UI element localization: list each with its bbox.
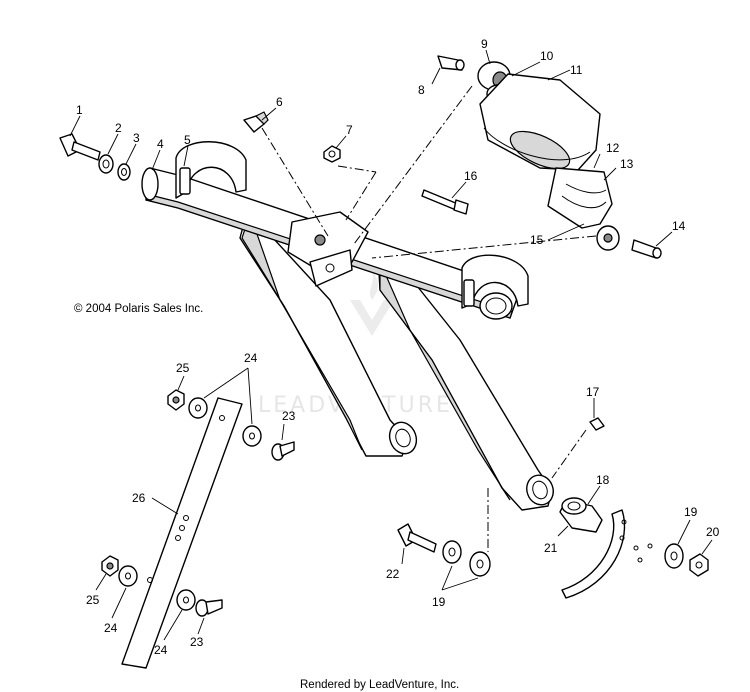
callout-23-lower: 23 bbox=[190, 635, 204, 649]
callout-19-left: 19 bbox=[432, 595, 446, 609]
callout-1: 1 bbox=[76, 103, 83, 117]
callout-3: 3 bbox=[133, 131, 140, 145]
callout-25-upper: 25 bbox=[176, 361, 190, 375]
callout-20: 20 bbox=[706, 525, 720, 539]
hardware-parts bbox=[59, 55, 709, 669]
callout-14: 14 bbox=[672, 219, 686, 233]
callout-7: 7 bbox=[346, 123, 353, 137]
callout-24-left: 24 bbox=[104, 621, 118, 635]
callout-11: 11 bbox=[570, 63, 583, 77]
callout-4: 4 bbox=[157, 137, 164, 151]
shock-absorber bbox=[477, 61, 620, 251]
callout-24-lower: 24 bbox=[154, 643, 168, 657]
callout-8: 8 bbox=[418, 83, 425, 97]
callout-2: 2 bbox=[115, 121, 122, 135]
callout-5: 5 bbox=[184, 133, 191, 147]
copyright-notice: © 2004 Polaris Sales Inc. bbox=[74, 303, 203, 315]
callout-labels: 1 2 3 4 5 6 7 8 9 10 11 12 13 14 15 16 1… bbox=[76, 37, 720, 657]
callout-13: 13 bbox=[620, 157, 634, 171]
callout-23-upper: 23 bbox=[282, 409, 296, 423]
callout-22: 22 bbox=[386, 567, 400, 581]
callout-26: 26 bbox=[132, 491, 146, 505]
callout-21: 21 bbox=[544, 541, 558, 555]
callout-17: 17 bbox=[586, 385, 600, 399]
callout-9: 9 bbox=[481, 37, 488, 51]
callout-18: 18 bbox=[596, 473, 610, 487]
callout-15: 15 bbox=[530, 233, 544, 247]
rendered-by-credit: Rendered by LeadVenture, Inc. bbox=[300, 679, 459, 691]
callout-10: 10 bbox=[540, 49, 554, 63]
callout-24-upper: 24 bbox=[244, 351, 258, 365]
rear-torque-arm-assembly bbox=[141, 141, 554, 511]
assembly-lines bbox=[261, 85, 597, 552]
callout-6: 6 bbox=[276, 95, 283, 109]
callout-25-lower: 25 bbox=[86, 593, 100, 607]
callout-19-right: 19 bbox=[684, 505, 698, 519]
callout-16: 16 bbox=[464, 169, 478, 183]
leader-lines bbox=[69, 49, 713, 641]
callout-12: 12 bbox=[606, 141, 620, 155]
